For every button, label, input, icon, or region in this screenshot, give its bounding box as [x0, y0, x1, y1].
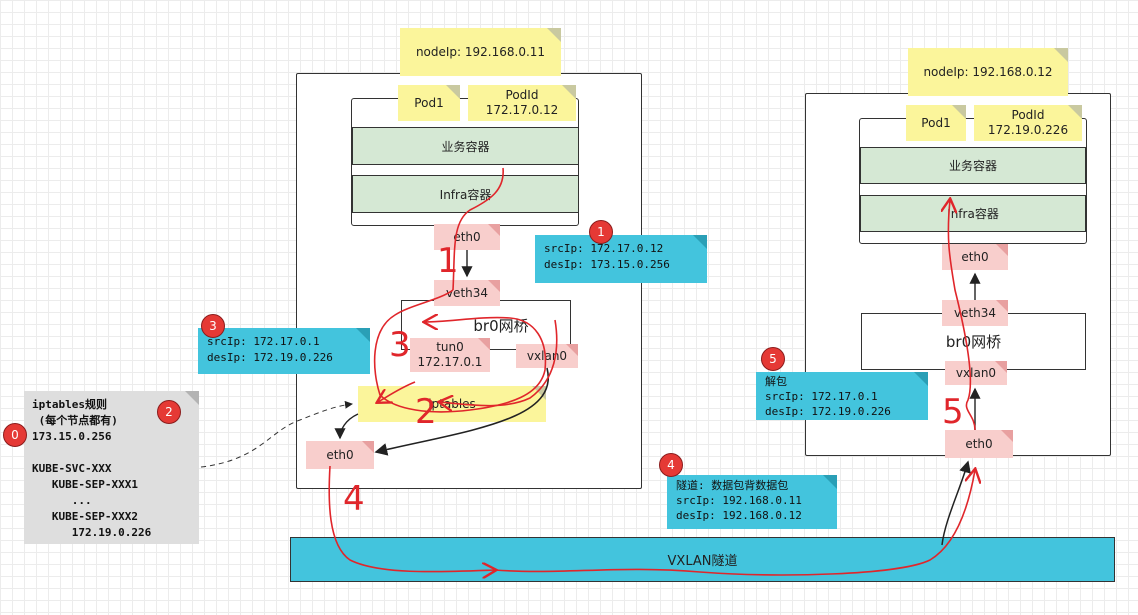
node1-eth0-pod[interactable]: eth0 — [434, 224, 500, 250]
badge-5: 5 — [761, 347, 785, 371]
node2-vxlan0[interactable]: vxlan0 — [945, 361, 1007, 385]
node2-pod-label[interactable]: Pod1 — [906, 105, 966, 141]
step-label-1: 1 — [437, 241, 459, 281]
step-label-2: 2 — [415, 392, 437, 432]
step-label-4: 4 — [343, 479, 365, 519]
node1-nodeip-note[interactable]: nodeIp: 192.168.0.11 — [400, 28, 561, 76]
red-path-step4 — [328, 465, 495, 572]
red-path-iptables-back — [378, 381, 416, 402]
node1-pod-label[interactable]: Pod1 — [398, 85, 460, 121]
red-path-step5 — [948, 200, 976, 431]
dashed-rules-link — [200, 400, 353, 468]
step-label-5: 5 — [942, 392, 964, 432]
node1-vxlan0[interactable]: vxlan0 — [516, 344, 578, 368]
node2-nodeip-note[interactable]: nodeIp: 192.168.0.12 — [908, 48, 1068, 96]
step-label-3: 3 — [389, 325, 411, 365]
vxlan-tunnel[interactable]: VXLAN隧道 — [290, 537, 1115, 582]
badge-1: 1 — [589, 220, 613, 244]
node1-tun0[interactable]: tun0 172.17.0.1 — [410, 338, 490, 372]
node1-infra-container[interactable]: Infra容器 — [352, 175, 579, 213]
badge-4: 4 — [659, 453, 683, 477]
note-step3[interactable]: srcIp: 172.17.0.1 desIp: 172.19.0.226 — [198, 328, 370, 374]
badge-0: 0 — [3, 423, 27, 447]
badge-3: 3 — [201, 314, 225, 338]
red-path-step1 — [452, 167, 504, 291]
node1-eth0-node[interactable]: eth0 — [306, 441, 374, 469]
node2-eth0-pod[interactable]: eth0 — [942, 244, 1008, 270]
node1-biz-container[interactable]: 业务容器 — [352, 127, 579, 165]
node1-veth34[interactable]: veth34 — [434, 280, 500, 306]
note-step1[interactable]: srcIp: 172.17.0.12 desIp: 173.15.0.256 — [535, 235, 707, 283]
node2-eth0-node[interactable]: eth0 — [945, 430, 1013, 458]
badge-2: 2 — [157, 400, 181, 424]
red-path-step3-loop — [373, 289, 547, 413]
note-step5[interactable]: 解包 srcIp: 172.17.0.1 desIp: 172.19.0.226 — [756, 372, 928, 420]
node2-biz-container[interactable]: 业务容器 — [860, 147, 1086, 184]
arrow-vxlan-to-eth0 — [374, 367, 550, 456]
red-path-step2 — [440, 319, 558, 406]
arrow-iptables-to-eth0 — [334, 413, 359, 440]
node2-infra-container[interactable]: Infra容器 — [860, 195, 1086, 232]
red-path-tunnel — [494, 470, 975, 576]
node2-podid-label[interactable]: PodId 172.19.0.226 — [974, 105, 1082, 141]
note-step4[interactable]: 隧道: 数据包背数据包 srcIp: 192.168.0.11 desIp: 1… — [667, 475, 837, 529]
node1-podid-label[interactable]: PodId 172.17.0.12 — [468, 85, 576, 121]
node2-veth34[interactable]: veth34 — [942, 300, 1008, 326]
